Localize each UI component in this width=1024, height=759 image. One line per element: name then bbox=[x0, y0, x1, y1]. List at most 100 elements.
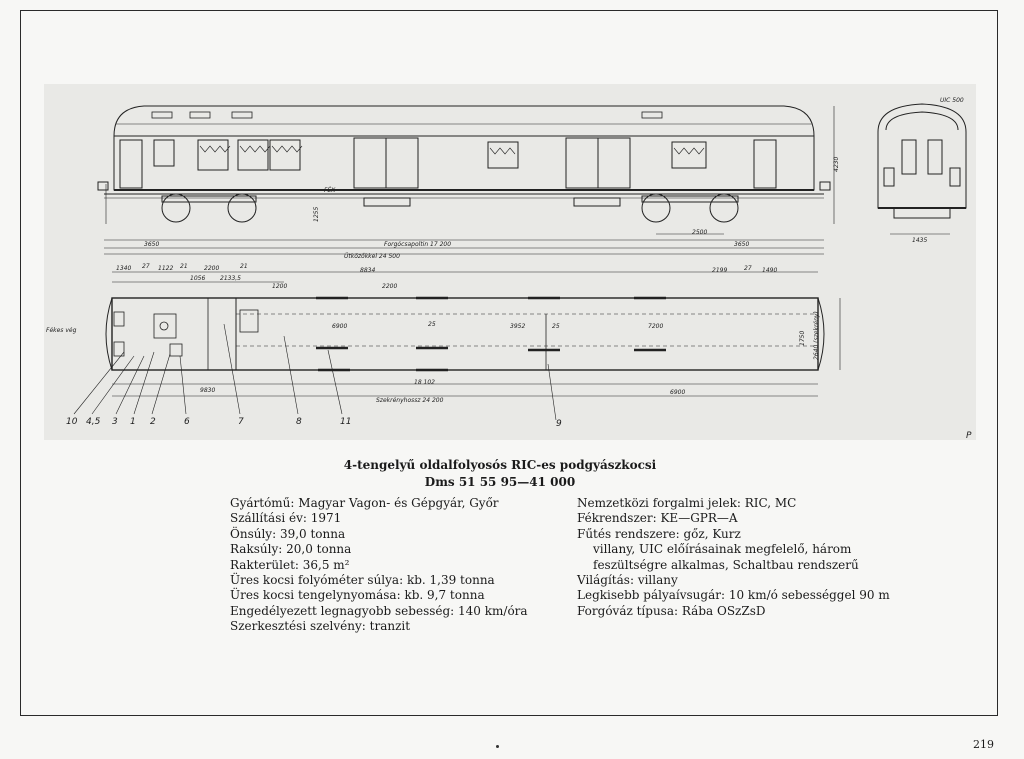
dim-overhang: 3650 bbox=[144, 241, 159, 248]
callout-4: 1 bbox=[130, 417, 136, 427]
plan-view bbox=[73, 271, 841, 421]
end-view bbox=[877, 103, 967, 235]
fekes-veg-label: Fékes vég bbox=[46, 327, 77, 334]
uic-label: UIC 500 bbox=[940, 97, 964, 104]
spec-value: kb. 9,7 tonna bbox=[404, 588, 485, 603]
dim-bogie-spacing: Forgócsapoltin 17 200 bbox=[384, 241, 451, 248]
fek-label: FÉK bbox=[324, 186, 336, 194]
callout-numbers: 10 4,5 3 1 2 6 7 8 11 9 P bbox=[66, 417, 972, 440]
dim-6900b: 6900 bbox=[670, 389, 685, 396]
spec-value: 20,0 tonna bbox=[286, 542, 352, 557]
spec-value: Rába OSzZsD bbox=[681, 603, 766, 618]
callout-7: 7 bbox=[238, 417, 244, 427]
specs_left-row: Üres kocsi folyóméter súlya: kb. 1,39 to… bbox=[230, 573, 495, 588]
spec-label: Szerkesztési szelvény bbox=[230, 619, 362, 634]
spec-label: Fűtés rendszere bbox=[577, 526, 676, 541]
plan-dimensions: 1340 27 1122 21 2200 21 1056 2133,5 1200… bbox=[46, 263, 820, 404]
dim-3952: 3952 bbox=[510, 323, 525, 330]
callout-2: 4,5 bbox=[86, 417, 101, 427]
spec-value: RIC, MC bbox=[744, 496, 797, 510]
dim-1200: 1200 bbox=[272, 283, 287, 290]
spec-label: Nemzetközi forgalmi jelek bbox=[577, 496, 737, 510]
dim-wheelbase: 2500 bbox=[692, 229, 707, 236]
spec-value: 36,5 m² bbox=[302, 557, 350, 572]
spec-label: Üres kocsi tengelynyomása bbox=[230, 588, 397, 603]
dim-9830: 9830 bbox=[200, 387, 215, 394]
callout-6: 6 bbox=[184, 417, 190, 427]
dim-2640: 2640 (szekrény) bbox=[813, 311, 820, 360]
dim-overhang-right: 3650 bbox=[734, 241, 749, 248]
specs-left: Gyártómű: Magyar Vagon- és Gépgyár, Győr… bbox=[230, 496, 570, 635]
dim-1056: 1056 bbox=[190, 275, 205, 282]
side-elevation bbox=[97, 105, 835, 255]
specs_left-row: Önsúly: 39,0 tonna bbox=[230, 526, 346, 541]
callout-3: 3 bbox=[112, 417, 118, 427]
specs_left-row: Raksúly: 20,0 tonna bbox=[230, 542, 352, 557]
dim-6900a: 6900 bbox=[332, 323, 347, 330]
specs_left-row: Üres kocsi tengelynyomása: kb. 9,7 tonna bbox=[230, 588, 485, 603]
corner-mark: P bbox=[966, 431, 972, 440]
dim-1122: 1122 bbox=[158, 265, 173, 272]
page-frame bbox=[20, 10, 998, 716]
spec-label: Rakterület bbox=[230, 557, 295, 572]
side-dimensions: 3650 3650 Forgócsapoltin 17 200 Ütközőkk… bbox=[144, 97, 964, 260]
specs_right-row: villany, UIC előírásainak megfelelő, hár… bbox=[577, 542, 937, 557]
specs_left-row: Szerkesztési szelvény: tranzit bbox=[230, 619, 411, 634]
spec-value: villany bbox=[637, 573, 678, 588]
page-number: 219 bbox=[973, 738, 994, 751]
spec-value: tranzit bbox=[369, 619, 411, 634]
specs_left-row: Engedélyezett legnagyobb sebesség: 140 k… bbox=[230, 603, 528, 618]
spec-value-continued: villany, UIC előírásainak megfelelő, hár… bbox=[593, 542, 852, 557]
spec-label: Legkisebb pályaívsugár bbox=[577, 588, 721, 603]
caption-number: Dms 51 55 95—41 000 bbox=[424, 475, 576, 489]
spec-value: 10 km/ó sebességgel 90 m bbox=[728, 588, 890, 603]
dim-buffer-length: Ütközőkkel 24 500 bbox=[344, 253, 400, 260]
dim-1490: 1490 bbox=[762, 267, 777, 274]
spec-label: Szállítási év bbox=[230, 511, 303, 526]
spec-value: 1971 bbox=[310, 511, 342, 526]
dim-24200: Szekrényhossz 24 200 bbox=[376, 397, 444, 404]
specs_right-row: Világítás: villany bbox=[577, 573, 678, 588]
dim-25b: 25 bbox=[552, 323, 560, 330]
dim-21a: 21 bbox=[180, 263, 188, 270]
dim-gauge: 1435 bbox=[912, 237, 927, 244]
dim-27a: 27 bbox=[142, 263, 150, 270]
spec-label: Raksúly bbox=[230, 542, 279, 557]
specs_left-row: Rakterület: 36,5 m² bbox=[230, 557, 350, 572]
spec-label: Üres kocsi folyóméter súlya bbox=[230, 573, 400, 588]
callout-1: 10 bbox=[66, 417, 78, 427]
dim-1340: 1340 bbox=[116, 265, 131, 272]
dim-2200a: 2200 bbox=[204, 265, 219, 272]
specs_left-row: Szállítási év: 1971 bbox=[230, 511, 342, 526]
spec-value-continued: feszültségre alkalmas, Schaltbau rendsze… bbox=[593, 557, 859, 572]
callout-8: 8 bbox=[296, 417, 302, 427]
spec-value: gőz, Kurz bbox=[683, 526, 741, 541]
page-dot bbox=[496, 745, 499, 748]
specs_right-row: Nemzetközi forgalmi jelek: RIC, MC bbox=[577, 496, 797, 510]
specs_right-row: feszültségre alkalmas, Schaltbau rendsze… bbox=[577, 558, 937, 573]
spec-label: Engedélyezett legnagyobb sebesség bbox=[230, 603, 451, 618]
callout-9: 11 bbox=[340, 417, 351, 427]
dim-end-height: 1255 bbox=[313, 207, 320, 222]
dim-21b: 21 bbox=[240, 263, 248, 270]
spec-label: Gyártómű bbox=[230, 496, 291, 510]
spec-label: Önsúly bbox=[230, 526, 273, 541]
dim-7200: 7200 bbox=[648, 323, 663, 330]
specs_left-row: Gyártómű: Magyar Vagon- és Gépgyár, Győr bbox=[230, 496, 499, 510]
specs_right-row: Fűtés rendszere: gőz, Kurz bbox=[577, 526, 741, 541]
spec-value: 140 km/óra bbox=[458, 603, 528, 618]
dim-2200b: 2200 bbox=[382, 283, 397, 290]
dim-8834: 8834 bbox=[360, 267, 375, 274]
spec-label: Fékrendszer bbox=[577, 511, 653, 526]
specs_right-row: Forgóváz típusa: Rába OSzZsD bbox=[577, 603, 766, 618]
spec-value: 39,0 tonna bbox=[279, 526, 346, 541]
spec-label: Világítás bbox=[577, 573, 630, 588]
specs_right-row: Fékrendszer: KE—GPR—A bbox=[577, 511, 738, 526]
callout-5: 2 bbox=[150, 417, 156, 427]
spec-value: KE—GPR—A bbox=[660, 511, 738, 526]
technical-drawing: 3650 3650 Forgócsapoltin 17 200 Ütközőkk… bbox=[44, 84, 976, 440]
specs_right-row: Legkisebb pályaívsugár: 10 km/ó sebesség… bbox=[577, 588, 890, 603]
dim-2199: 2199 bbox=[712, 267, 727, 274]
dim-25a: 25 bbox=[428, 321, 436, 328]
